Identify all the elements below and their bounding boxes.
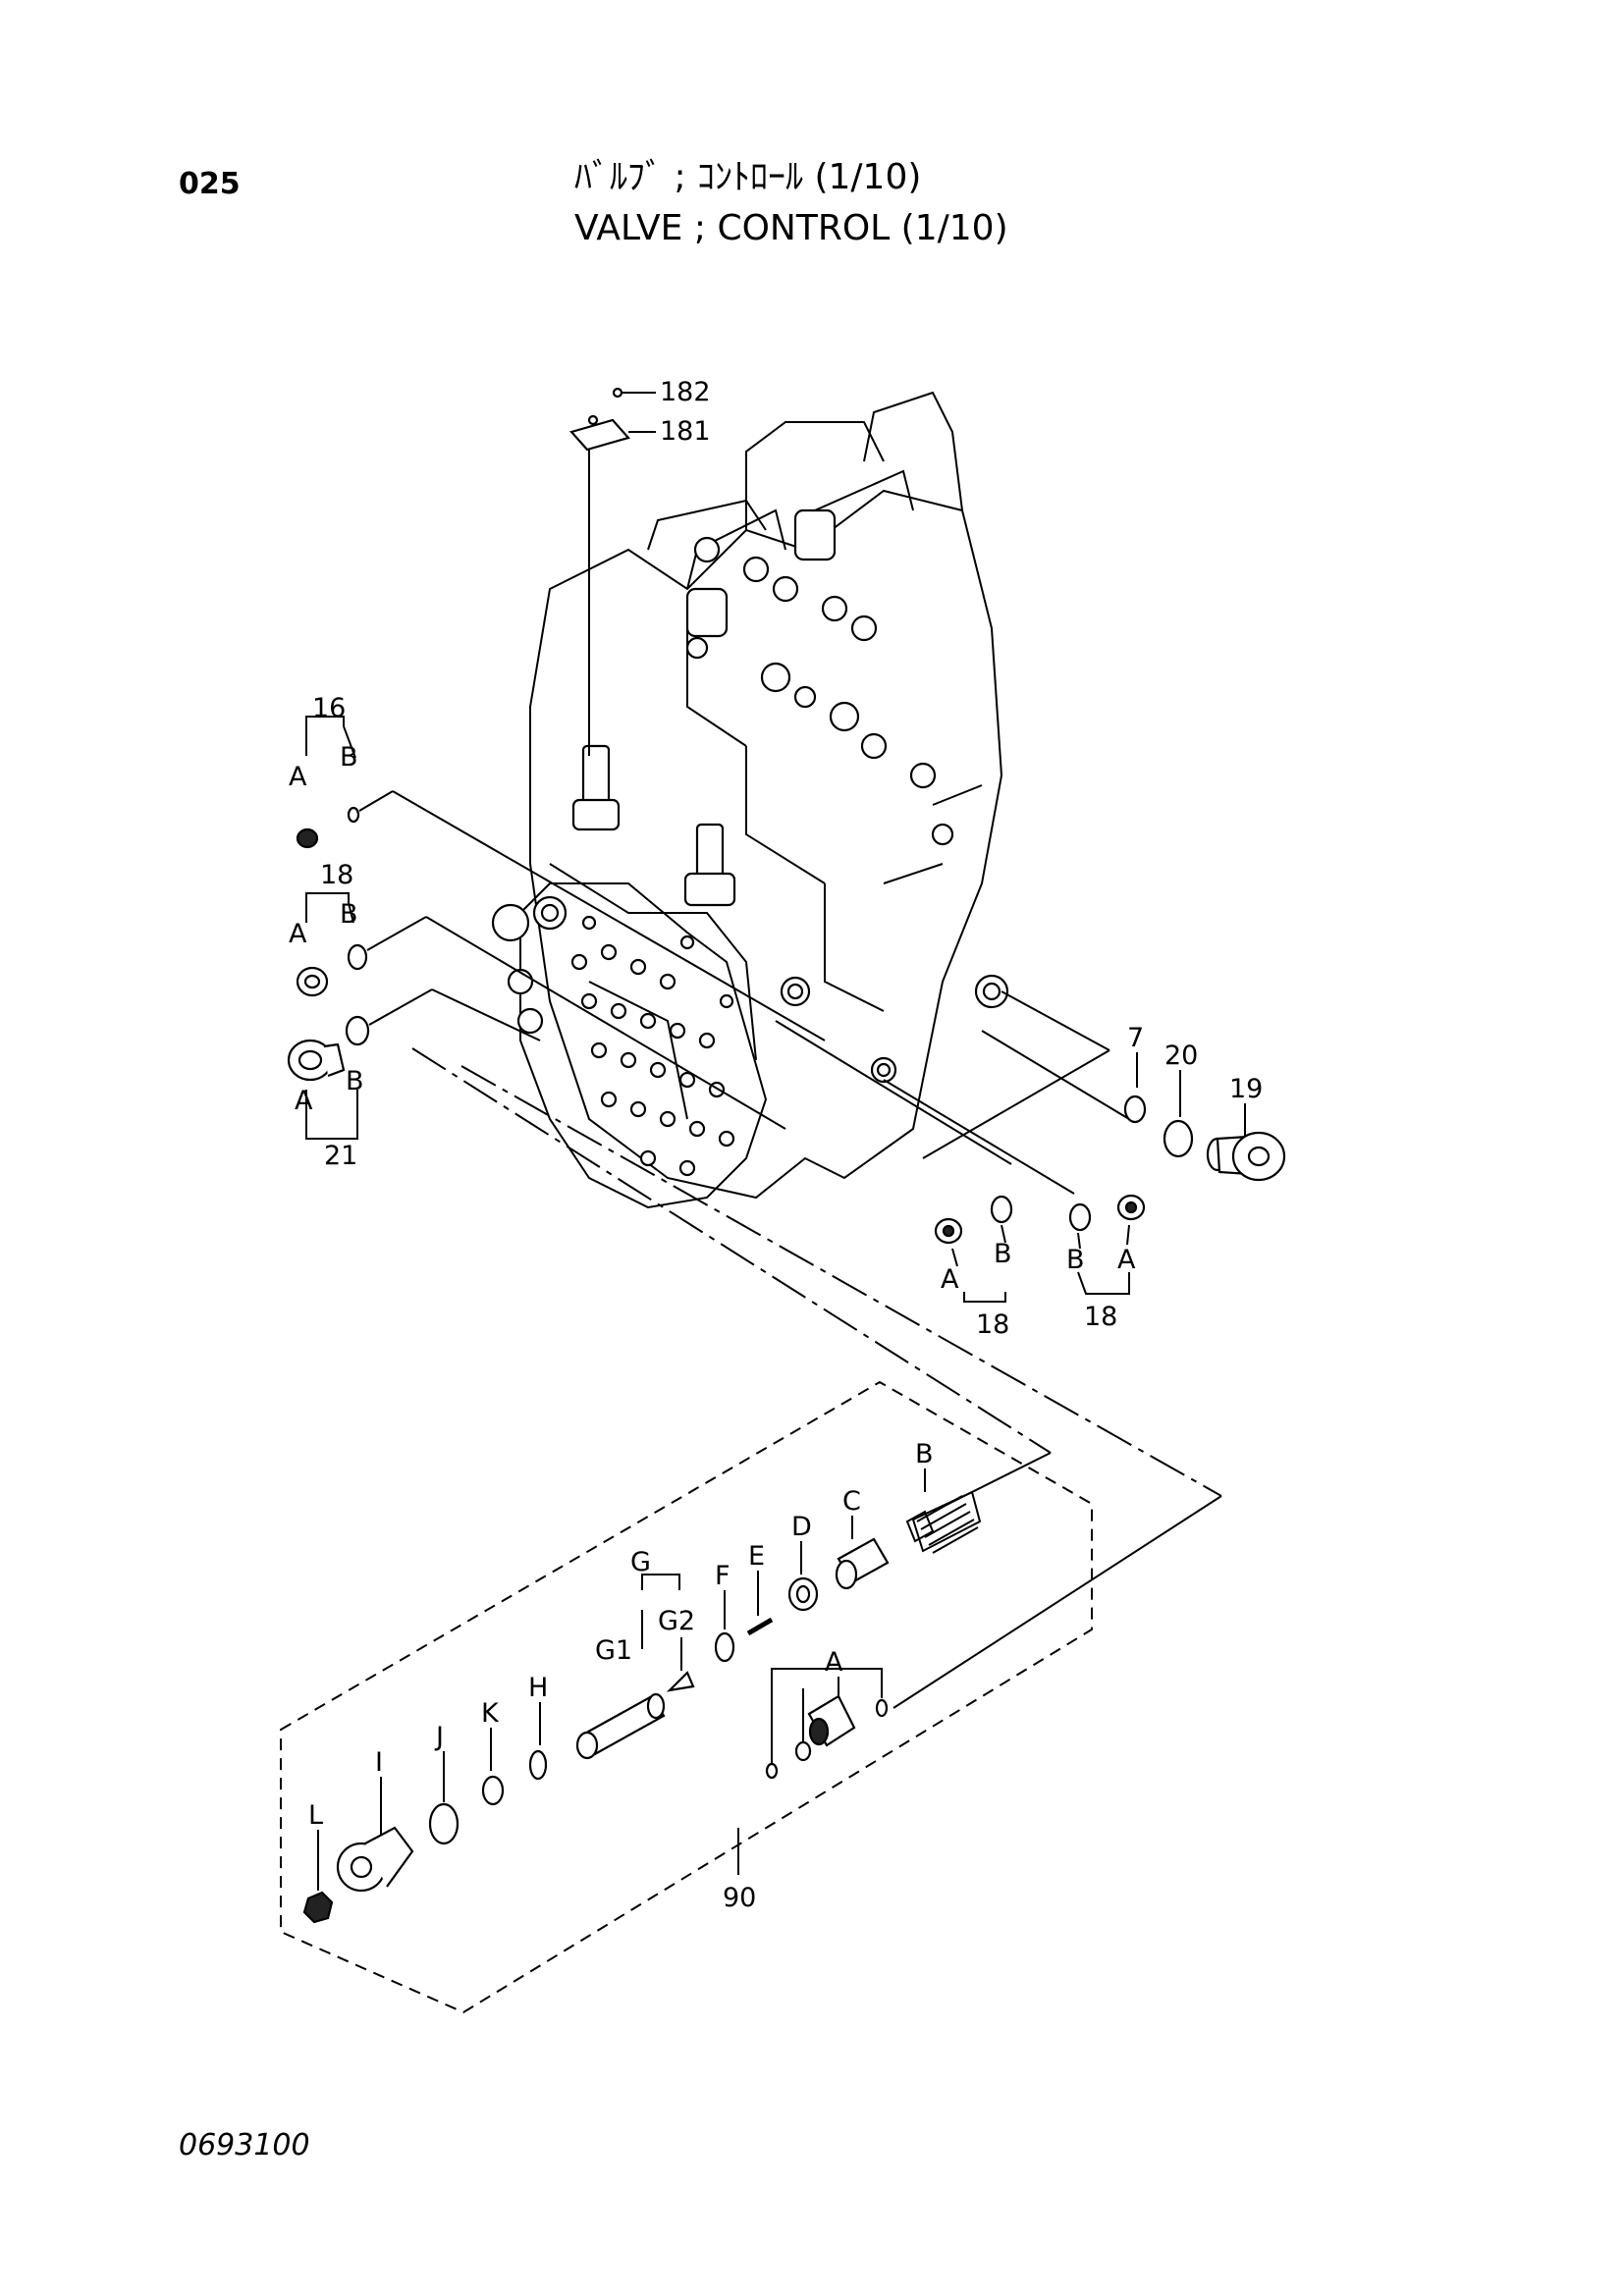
plate-hole-pattern [570,915,735,1177]
callout-18-center: 18 [976,1309,1009,1340]
callout-7: 7 [1127,1023,1144,1053]
label-g1: G1 [595,1635,632,1666]
title-english: VALVE ; CONTROL (1/10) [574,208,1008,248]
label-j: J [434,1722,444,1752]
callout-group-7-20-19 [922,990,1286,1182]
label-e: E [748,1541,765,1572]
label-h: H [528,1673,548,1703]
spring-part-b [905,1490,982,1554]
callout-group-16 [296,716,826,1041]
page-title: ﾊﾞﾙﾌﾞ ; ｺﾝﾄﾛｰﾙ (1/10) VALVE ; CONTROL (1… [574,152,1008,254]
label-a-21: A [295,1086,313,1116]
callout-181: 181 [660,416,711,447]
label-i: I [375,1747,383,1778]
label-b-18-center: B [994,1239,1012,1269]
label-g2: G2 [658,1606,695,1636]
title-japanese: ﾊﾞﾙﾌﾞ ; ｺﾝﾄﾛｰﾙ (1/10) [574,157,922,197]
label-k: K [481,1698,500,1729]
label-l: L [308,1800,323,1831]
drawing-code: 0693100 [179,2128,310,2163]
callout-21: 21 [324,1141,357,1171]
label-a-kit: A [825,1647,843,1678]
callout-group-18-left [296,892,786,1130]
nameplate-callout [569,387,656,756]
label-b-18-right: B [1066,1245,1085,1275]
label-b-spring: B [915,1439,934,1469]
label-a-18-center: A [941,1264,959,1295]
callout-group-18-center [775,1020,1013,1303]
label-c: C [842,1486,861,1517]
label-b-18-left: B [340,899,358,930]
callout-group-21 [287,988,541,1140]
label-d: D [791,1512,812,1542]
label-g: G [630,1547,651,1577]
leader-line-kit-b [411,1047,1052,1454]
label-b-21: B [346,1066,364,1096]
callout-16: 16 [312,693,346,723]
control-valve-body [491,391,1009,1209]
label-a-18-right: A [1117,1245,1136,1275]
callout-182: 182 [660,377,711,407]
callout-18-left: 18 [320,860,353,890]
label-b-16: B [340,742,358,773]
callout-18-right: 18 [1084,1302,1117,1332]
callout-20: 20 [1164,1041,1198,1071]
label-f: F [715,1561,730,1591]
label-a-18-left: A [289,919,307,949]
callout-90: 90 [723,1883,756,1913]
kit-90-parts [302,1468,982,1924]
callout-19: 19 [1229,1074,1263,1104]
kit-90-boundary [280,1380,1093,2014]
callout-group-18-right [883,1079,1146,1295]
label-a-16: A [289,762,307,792]
leader-line-kit-a [460,1065,1222,1497]
page-number: 025 [179,167,241,201]
